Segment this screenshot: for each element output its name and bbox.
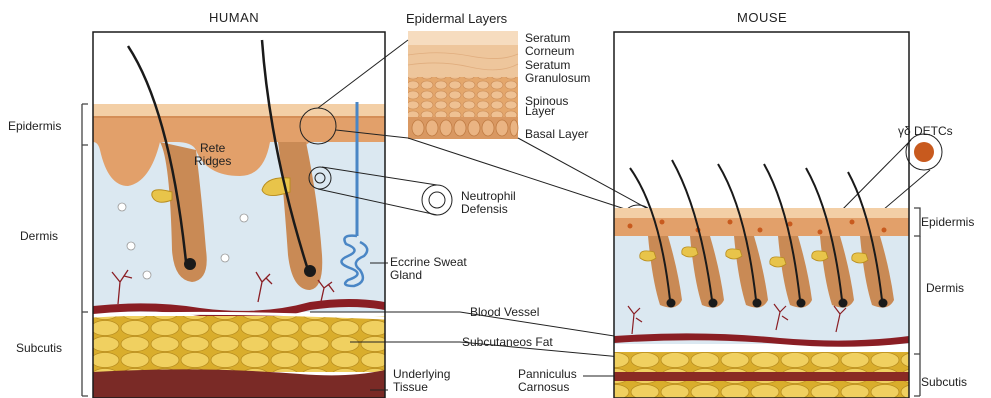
human-skin-block (93, 40, 385, 398)
human-epidermis-label: Epidermis (8, 120, 61, 133)
mouse-subcutis-label: Subcutis (921, 376, 967, 389)
mouse-skin-block (614, 160, 909, 398)
human-dermis-label: Dermis (20, 230, 58, 243)
human-subcutis-label: Subcutis (16, 342, 62, 355)
human-subcutaneous-fat (93, 316, 385, 372)
human-underlying-tissue (93, 369, 385, 398)
human-brackets (82, 104, 88, 396)
basal-layer-label: Basal Layer (525, 128, 588, 141)
epidermal-layers-title: Epidermal Layers (406, 12, 507, 25)
blood-vessel-label: Blood Vessel (470, 306, 539, 319)
mouse-epidermis-label: Epidermis (921, 216, 974, 229)
epidermal-inset (408, 31, 518, 139)
mouse-subcutaneous-fat (614, 352, 909, 372)
detc-cell-large (914, 142, 934, 162)
human-header: HUMAN (209, 10, 259, 25)
human-sebaceous-left (152, 190, 172, 203)
mouse-dermis-label: Dermis (926, 282, 964, 295)
gd-detcs-label: γδ DETCs (898, 125, 953, 138)
mouse-panniculus (614, 372, 909, 381)
subcutaneous-fat-label: Subcutaneos Fat (462, 336, 553, 349)
mouse-header: MOUSE (737, 10, 787, 25)
mouse-brackets (914, 208, 920, 396)
